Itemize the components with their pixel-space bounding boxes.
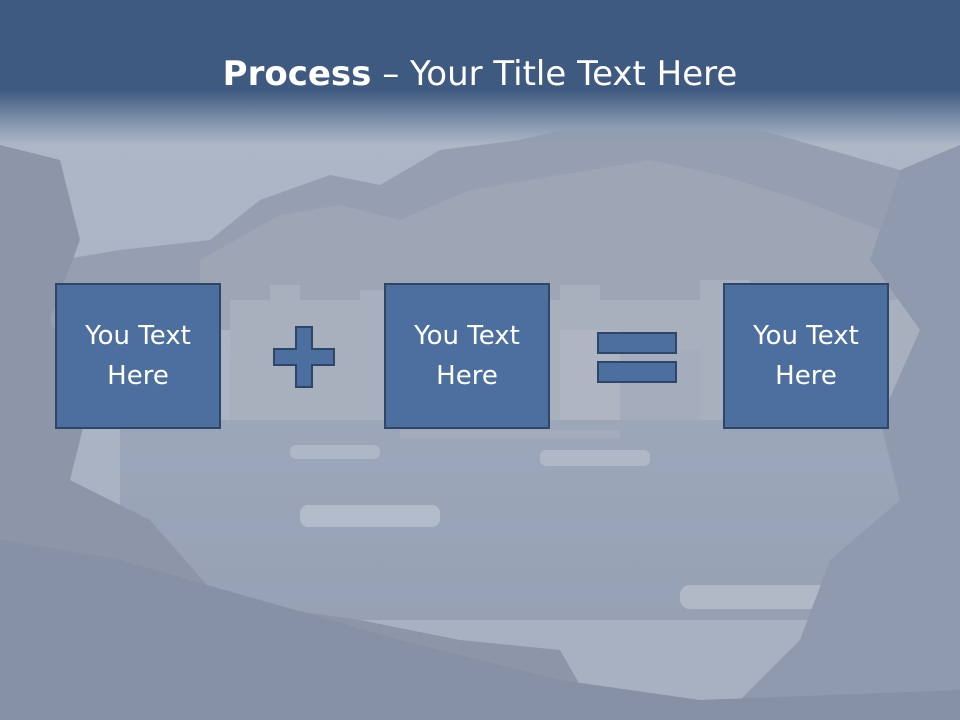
title-rest-text: Your Title Text Here [410,54,738,94]
process-box-2-text: You Text Here [414,321,520,391]
process-box-1[interactable]: You Text Here [55,283,221,429]
title-bold-text: Process [222,54,372,94]
process-box-3[interactable]: You Text Here [723,283,889,429]
title-band [0,0,960,145]
equals-icon [597,332,677,383]
process-box-3-text: You Text Here [753,321,859,391]
title-separator: – [371,54,411,94]
process-box-1-text: You Text Here [85,321,191,391]
plus-icon [273,326,335,388]
slide-title: Process – Your Title Text Here [0,52,960,96]
process-box-2[interactable]: You Text Here [384,283,550,429]
